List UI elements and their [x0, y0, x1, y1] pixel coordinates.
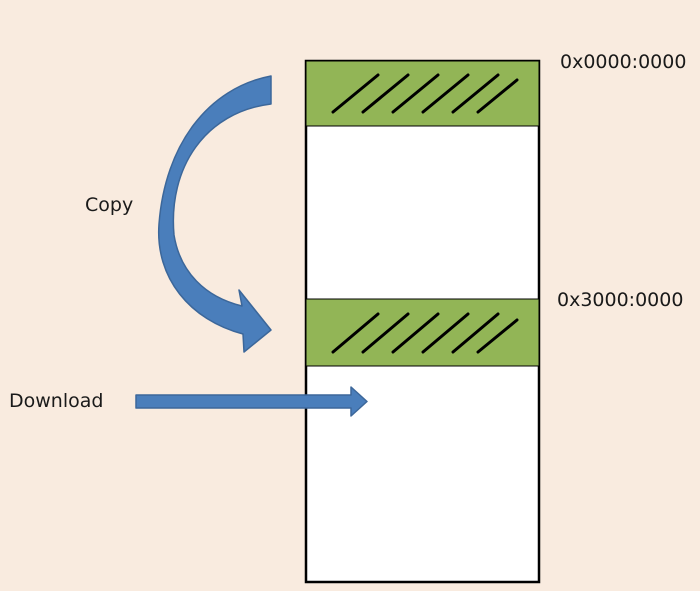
address-top-label: 0x0000:0000 — [560, 51, 687, 73]
relocated-region — [305, 298, 540, 367]
download-arrow — [135, 386, 368, 417]
address-middle-label: 0x3000:0000 — [557, 289, 684, 311]
download-label: Download — [9, 390, 104, 412]
top-loaded-region — [305, 60, 540, 127]
copy-label: Copy — [85, 194, 134, 216]
copy-arrow — [158, 75, 272, 353]
